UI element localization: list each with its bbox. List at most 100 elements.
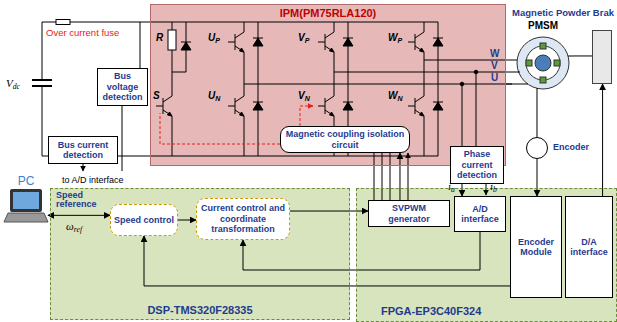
connector <box>461 184 462 196</box>
switch-label: VN <box>298 90 310 101</box>
connector <box>536 94 537 137</box>
box-label: Bus voltage detection <box>100 71 145 102</box>
phase-wire <box>474 70 478 74</box>
box-label: Magnetic coupling isolation circuit <box>283 129 407 150</box>
box-label: D/A interface <box>568 237 610 258</box>
switch-label: WN <box>388 90 403 101</box>
switch-label: UP <box>208 32 220 43</box>
heading: Magnetic Powder Brak <box>512 7 614 18</box>
laptop-icon <box>4 189 48 222</box>
dc-bus <box>140 22 141 68</box>
laptop-icon <box>10 189 42 212</box>
phase-label: V <box>491 61 498 71</box>
connector <box>48 215 110 216</box>
signal-label: ωref <box>66 220 82 232</box>
motor-symbol <box>540 77 546 83</box>
inverter-bridge <box>318 96 334 116</box>
motor-symbol <box>512 37 574 94</box>
dc-bus <box>56 20 70 25</box>
box-label: SVPWM generator <box>371 203 447 224</box>
detection-box: Phase current detection <box>450 146 504 184</box>
inverter-bridge <box>343 38 353 46</box>
motor-symbol <box>554 60 560 66</box>
signal-label: ia <box>448 180 455 192</box>
laptop-icon <box>13 192 39 209</box>
component-label: R <box>156 32 163 43</box>
motor: PMSM <box>512 20 574 94</box>
inverter-bridge <box>433 102 443 110</box>
inverter-bridge <box>408 32 424 52</box>
inverter-bridge <box>343 102 353 110</box>
motor-symbol <box>526 60 532 66</box>
region-fill <box>50 4 617 322</box>
phase-wire <box>258 60 512 195</box>
brake-chopper <box>156 22 191 156</box>
switch-label: VP <box>298 32 309 43</box>
inverter-bridge <box>408 96 424 116</box>
fpga-block: A/D interface <box>454 196 506 232</box>
connector <box>178 220 196 221</box>
inverter-bridge <box>318 32 334 52</box>
component-label: S <box>153 90 160 101</box>
connector <box>537 159 538 196</box>
connector <box>144 236 510 286</box>
dc-bus <box>32 20 438 172</box>
signal-label: to A/D interface <box>62 175 124 185</box>
region-fill <box>356 188 617 322</box>
heading: FPGA-EP3C40F324 <box>381 305 481 317</box>
component-label: Over current fuse <box>46 27 119 38</box>
brake-chopper <box>181 42 191 50</box>
heading: PC <box>4 174 48 188</box>
brake: Magnetic Powder Brak <box>592 30 612 84</box>
region-fill <box>150 4 506 166</box>
brake-chopper <box>168 30 176 50</box>
connector <box>506 84 512 85</box>
encoder: Encoder <box>526 137 548 159</box>
inverter-bridge <box>433 38 443 46</box>
detection-box: Bus voltage detection <box>97 68 148 106</box>
signal-label: Speed reference <box>56 191 106 209</box>
motor-symbol <box>526 46 560 80</box>
motor-symbol <box>517 37 569 89</box>
gate-signal <box>160 106 408 200</box>
detection-box: Bus current detection <box>48 136 118 164</box>
phase-label: W <box>490 49 499 59</box>
box-label: Current control and coordinate transform… <box>199 203 287 234</box>
ipm-module: IPM(PM75RLA120) Magnetic coupling isolati… <box>150 4 506 166</box>
motor-symbol <box>512 56 574 94</box>
inverter-bridge <box>228 32 244 52</box>
dc-bus <box>32 80 52 86</box>
box-label: A/D interface <box>457 204 503 225</box>
box-label: Bus current detection <box>51 140 115 161</box>
control-block: Speed control <box>110 204 178 236</box>
fpga-region: FPGA-EP3C40F324 SVPWM generator A/D interf… <box>356 188 617 322</box>
signal-label: ib <box>490 180 497 192</box>
heading: Encoder <box>553 142 589 152</box>
dc-bus <box>42 22 43 156</box>
heading: PMSM <box>512 20 574 31</box>
control-block: Current control and coordinate transform… <box>196 198 290 240</box>
phase-wire <box>460 82 464 86</box>
switch-label: UN <box>208 90 220 101</box>
region-fill <box>50 188 350 320</box>
phase-label: U <box>491 73 498 83</box>
heading: IPM(PM75RLA120) <box>151 7 505 19</box>
heading: DSP-TMS320F28335 <box>51 304 349 316</box>
connector <box>602 84 603 196</box>
motor-symbol <box>535 55 551 71</box>
box-label: Phase current detection <box>453 149 501 180</box>
inverter-bridge <box>228 96 244 116</box>
inverter-bridge <box>228 22 443 156</box>
fpga-block: D/A interface <box>565 196 613 298</box>
box-label: Speed control <box>114 215 174 225</box>
isolation-circuit: Magnetic coupling isolation circuit <box>280 126 410 153</box>
phase-wire <box>258 60 512 84</box>
motor-symbol <box>540 43 546 49</box>
fpga-block: SVPWM generator <box>368 200 450 227</box>
switch-label: WP <box>388 32 402 43</box>
inverter-bridge <box>253 38 263 46</box>
connector <box>574 55 592 56</box>
laptop-icon <box>4 213 48 222</box>
fpga-block: Encoder Module <box>510 196 562 298</box>
box-label: Encoder Module <box>513 237 559 258</box>
